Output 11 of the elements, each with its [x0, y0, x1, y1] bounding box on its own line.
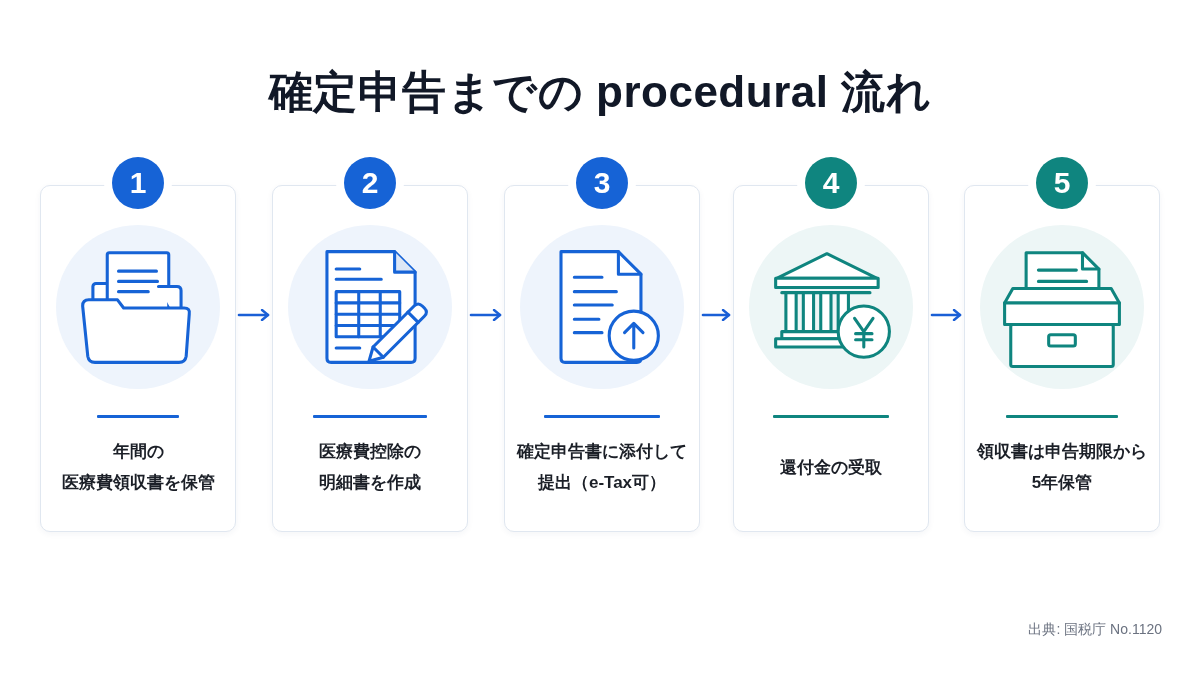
- diagram-title: 確定申告までの procedural 流れ: [267, 66, 933, 118]
- arrow: [930, 308, 962, 322]
- step-description: 領収書は申告期限から5年保管: [977, 441, 1147, 494]
- step-description: 還付金の受取: [780, 456, 882, 479]
- arrow: [237, 308, 270, 322]
- step-description: 医療費控除の明細書を作成: [319, 441, 421, 494]
- arrow: [701, 308, 731, 322]
- arrow: [469, 308, 502, 322]
- source-note: 出典: 国税庁 No.1120: [1028, 621, 1162, 639]
- step-description: 確定申告書に添付して提出（e-Tax可）: [517, 441, 687, 494]
- step-description: 年間の医療費領収書を保管: [61, 441, 215, 494]
